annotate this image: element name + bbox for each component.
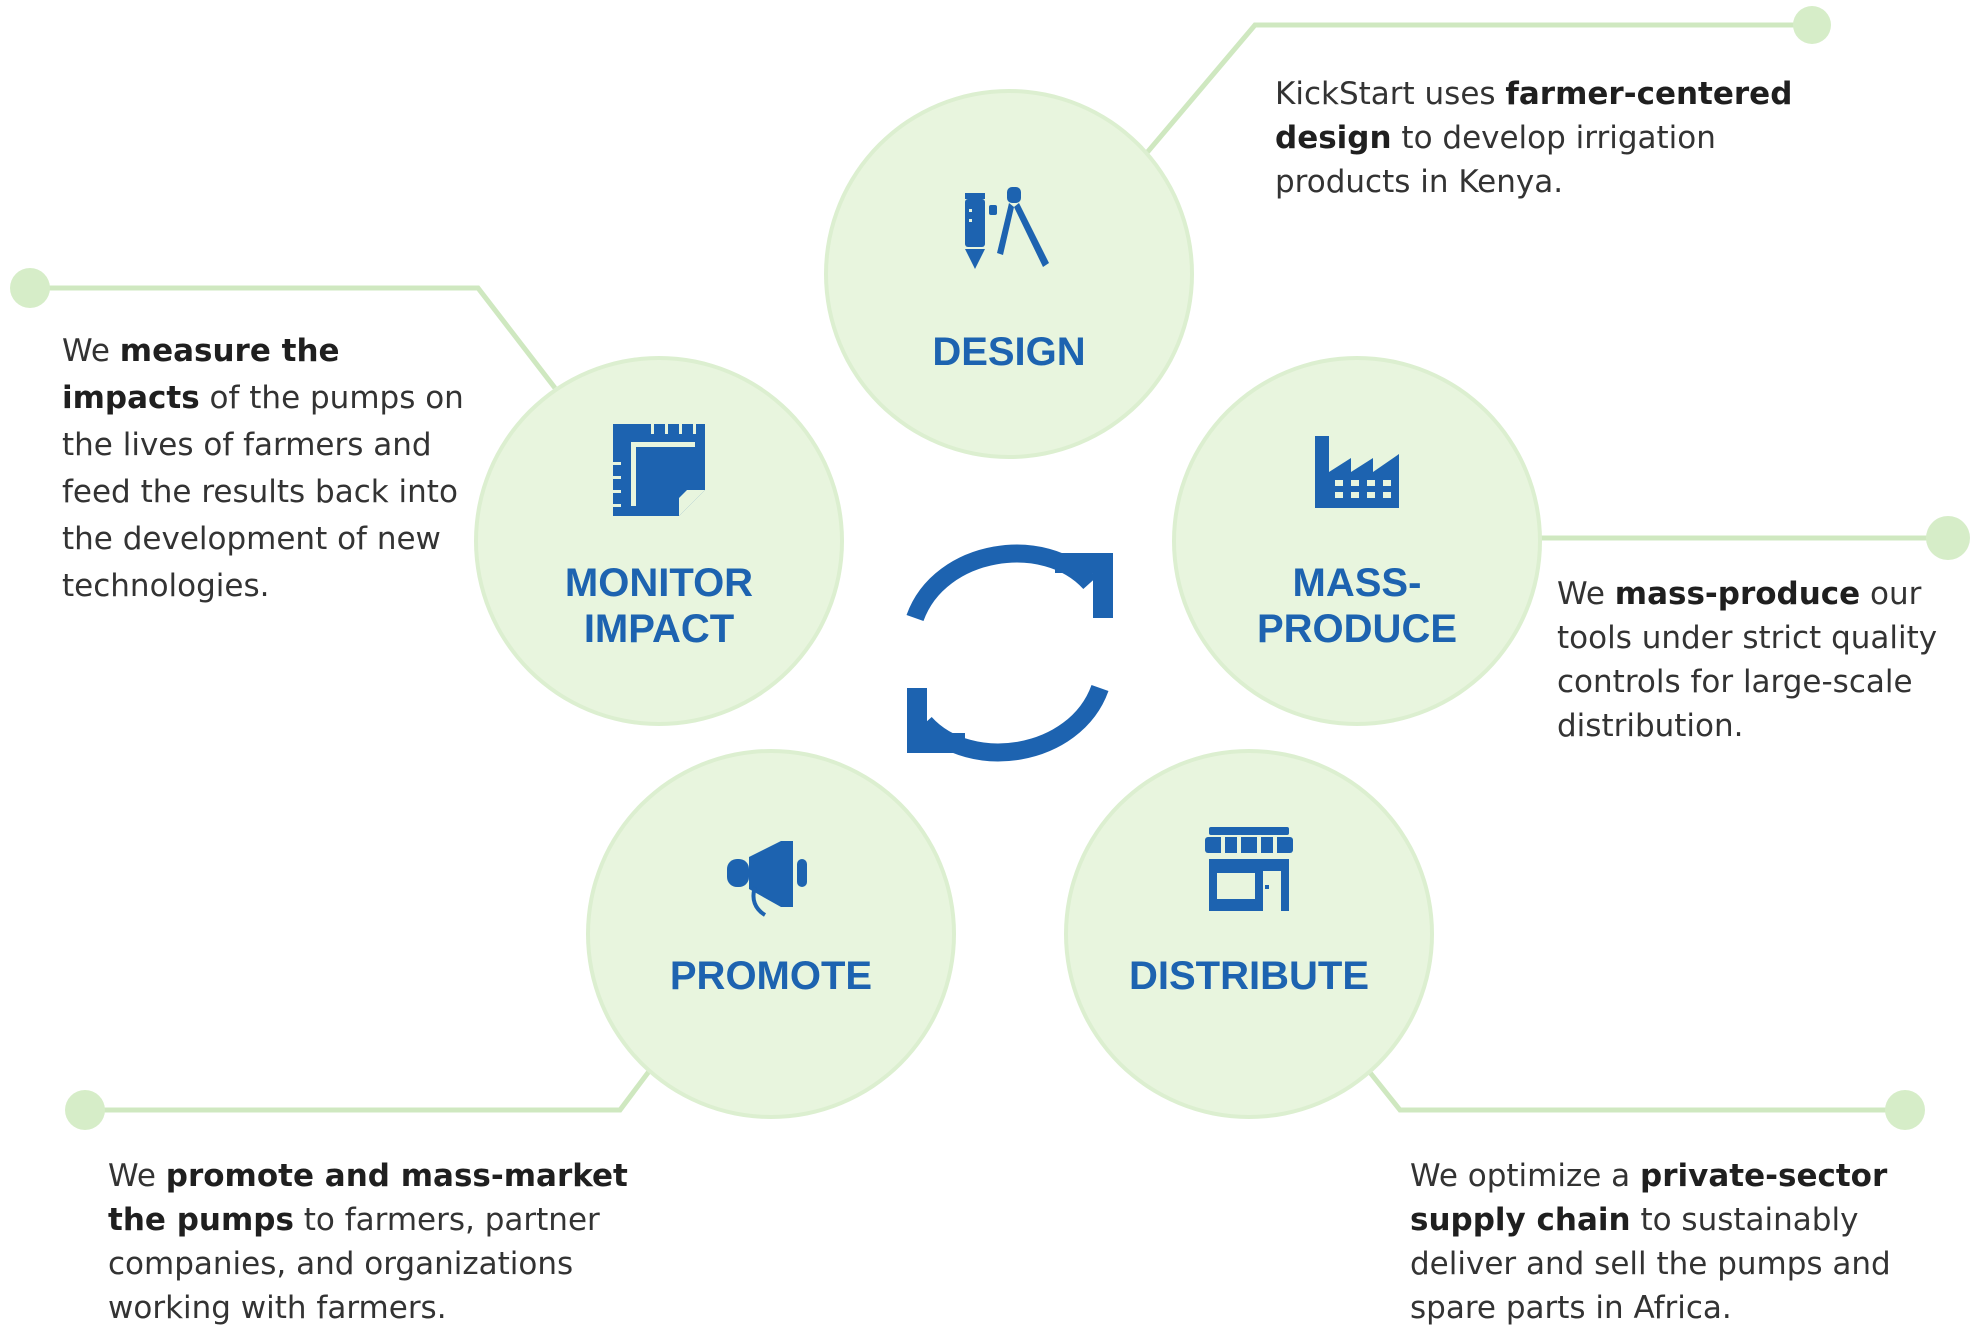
connector-monitor-impact xyxy=(30,285,557,390)
stage-promote: PROMOTE xyxy=(590,753,952,1115)
stage-label: PROMOTE xyxy=(669,954,873,998)
blueprint-ruler-icon xyxy=(613,424,705,516)
description-emphasis: farmer-centered design xyxy=(1275,76,1793,156)
stage-mass-produce: MASS- PRODUCE xyxy=(1176,360,1538,722)
stage-label: DISTRIBUTE xyxy=(1129,954,1369,998)
stage-circle xyxy=(478,360,840,722)
connector-dot-promote xyxy=(65,1090,105,1130)
description-text: to sustainably deliver and sell the pump… xyxy=(1410,1202,1891,1326)
connector-dot-distribute xyxy=(1885,1090,1925,1130)
description-text: of the pumps on the lives of farmers and… xyxy=(62,380,464,604)
connector-dot-monitor-impact xyxy=(10,268,50,308)
description-design: KickStart uses farmer-centered design to… xyxy=(1275,72,1815,204)
description-emphasis: mass-produce xyxy=(1614,576,1861,612)
stage-circle xyxy=(1176,360,1538,722)
description-text: We optimize a xyxy=(1410,1158,1641,1194)
description-text: We xyxy=(62,333,120,369)
stage-label: MONITOR IMPACT xyxy=(564,561,754,651)
description-monitor-impact: We measure the impacts of the pumps on t… xyxy=(62,328,482,610)
description-text: to develop irrigation products in Kenya. xyxy=(1275,120,1716,200)
description-emphasis: private-sector supply chain xyxy=(1410,1158,1888,1238)
connector-distribute xyxy=(1366,1068,1905,1113)
stage-design: DESIGN xyxy=(828,93,1190,455)
description-promote: We promote and mass-market the pumps to … xyxy=(108,1154,628,1330)
stage-circle xyxy=(590,753,952,1115)
description-text: our tools under strict quality controls … xyxy=(1557,576,1938,744)
description-distribute: We optimize a private-sector supply chai… xyxy=(1410,1154,1910,1330)
description-emphasis: promote and mass-market the pumps xyxy=(108,1158,628,1238)
description-text: to farmers, partner companies, and organ… xyxy=(108,1202,600,1326)
stage-circle xyxy=(828,93,1190,455)
connector-dot-mass-produce xyxy=(1926,516,1970,560)
stage-label: MASS- PRODUCE xyxy=(1256,561,1458,651)
stage-circle xyxy=(1068,753,1430,1115)
connector-promote xyxy=(85,1068,652,1113)
factory-icon xyxy=(1315,436,1399,508)
storefront-icon xyxy=(1205,827,1293,911)
description-emphasis: measure the impacts xyxy=(62,333,340,416)
cycle-arrows-icon xyxy=(906,544,1113,762)
stage-monitor-impact: MONITOR IMPACT xyxy=(478,360,840,722)
stage-distribute: DISTRIBUTE xyxy=(1068,753,1430,1115)
description-text: We xyxy=(108,1158,166,1194)
stage-label: DESIGN xyxy=(932,330,1086,374)
connector-dot-design xyxy=(1793,6,1831,44)
drafting-compass-pencil-icon xyxy=(965,187,1049,269)
description-text: KickStart uses xyxy=(1275,76,1506,112)
megaphone-icon xyxy=(727,841,807,917)
description-mass-produce: We mass-produce our tools under strict q… xyxy=(1557,572,1967,748)
description-text: We xyxy=(1557,576,1615,612)
connector-design xyxy=(1143,22,1812,157)
